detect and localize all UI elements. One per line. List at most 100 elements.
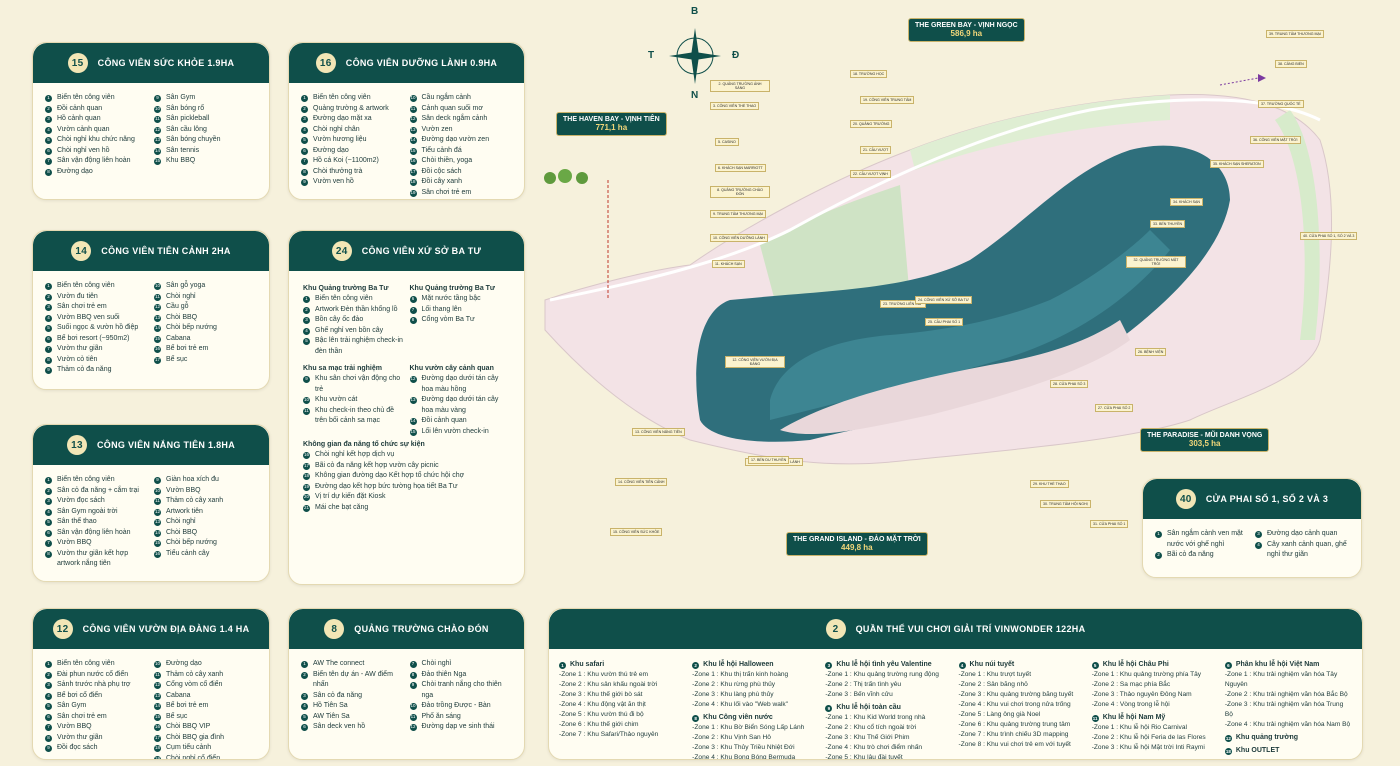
item-label: Cabana	[166, 691, 191, 699]
zone-line: -Zone 2 : Khu trải nghiệm văn hóa Bắc Bộ	[1224, 691, 1348, 698]
map-svg	[544, 74, 1333, 465]
zone-heading-text: Khu lễ hội Nam Mỹ	[1102, 714, 1166, 721]
item-number-icon: 5	[45, 325, 52, 332]
item-label: Sân cầu lông	[166, 125, 207, 133]
card-title: QUẢNG TRƯỜNG CHÀO ĐÓN	[354, 624, 489, 634]
item-label: Đường dạo	[166, 660, 202, 667]
item-label: Đường dạo dưới tán cây hoa màu vàng	[421, 396, 499, 414]
item-number-icon: 13	[154, 314, 161, 322]
item-label: Đường dạo vườn zen	[421, 136, 490, 143]
item-label: Hồ cá Koi (~1100m2)	[313, 157, 379, 164]
map-poi-label: 28. CỬA PHAI SỐ 3	[1050, 380, 1089, 389]
item-label: Vườn hương liệu	[313, 136, 367, 143]
card-title: CÔNG VIÊN NẮNG TIÊN 1.8HA	[96, 440, 236, 450]
item-number-icon: 9	[301, 179, 308, 186]
item-label: Sân cỏ đa năng + cắm trại	[57, 486, 139, 494]
region-name: THE GREEN BAY - VỊNH NGỌC	[915, 22, 1018, 29]
zone-number-icon: 4	[958, 662, 966, 669]
item-label: Phố ăn sáng	[421, 712, 461, 720]
item-label: Biển tên công viên	[57, 476, 115, 483]
item-label: Sân Gym	[57, 702, 87, 709]
item-label: Vườn BBQ ven suối	[57, 313, 120, 321]
item-number-icon: 5	[301, 137, 308, 144]
item-label: Tiểu cảnh đá	[421, 146, 462, 154]
item-number-icon: 4	[301, 126, 308, 134]
item-number-icon: 1	[303, 296, 310, 303]
zone-line: -Zone 4 : Vòng trong lễ hội	[1091, 701, 1170, 708]
item-label: Đảo trồng Được - Bàn	[421, 702, 491, 709]
item-label: AW The connect	[313, 660, 365, 667]
item-label: Sân deck ven hồ	[313, 723, 366, 730]
map-poi-label: 19. CÔNG VIÊN TRUNG TÂM	[860, 96, 915, 105]
map-poi-label: 10. CÔNG VIÊN DƯỠNG LÀNH	[710, 234, 768, 243]
item-label: Sân cỏ đa năng	[313, 691, 363, 699]
item-number-icon: 12	[154, 508, 161, 516]
item-number-icon: 14	[409, 137, 417, 144]
map-poi-label: 35. KHÁCH SẠN SHERATON	[1210, 160, 1264, 169]
item-label: Artwork Đèn thần khổng lồ	[315, 305, 398, 313]
item-number-icon: 20	[303, 494, 310, 501]
item-number-icon: 11	[409, 713, 417, 721]
item-label: Khu check-in theo chủ đề trên bối cảnh s…	[315, 406, 394, 425]
region-name: THE PARADISE - MŨI DANH VỌNG	[1147, 432, 1263, 439]
item-label: Mái che bạt căng	[315, 503, 369, 511]
item-label: Đường dạo	[313, 146, 349, 154]
item-label: Vị trí dự kiến đặt Kiosk	[315, 493, 386, 500]
item-label: Biển tên công viên	[57, 660, 115, 667]
item-label: Bể bơi trẻ em	[166, 702, 209, 709]
item-number-icon: 9	[154, 95, 161, 102]
item-number-icon: 3	[301, 116, 308, 123]
item-number-icon: 3	[45, 304, 52, 311]
item-number-icon: 11	[154, 116, 161, 123]
item-label: Thảm cỏ cây xanh	[166, 497, 224, 504]
green-park-area	[760, 185, 910, 320]
zone-line: -Zone 4 : Khu trải nghiệm văn hóa Nam Bộ	[1224, 721, 1351, 728]
item-label: Sân chơi trẻ em	[421, 188, 472, 196]
map-poi-label: 33. BẾN THUYỀN	[1150, 220, 1186, 229]
item-label: Chòi nghỉ ven hồ	[57, 146, 110, 154]
item-number-icon: 2	[45, 105, 52, 113]
item-label: Biển tên công viên	[315, 295, 373, 302]
item-number-icon: 7	[45, 346, 52, 353]
map-poi-label: 11. KHÁCH SẠN	[712, 260, 745, 269]
zone-line: -Zone 5 : Khu vườn thú đi bộ	[559, 711, 644, 718]
item-label: Biển tên công viên	[57, 94, 115, 101]
item-number-icon: 5	[45, 137, 52, 144]
